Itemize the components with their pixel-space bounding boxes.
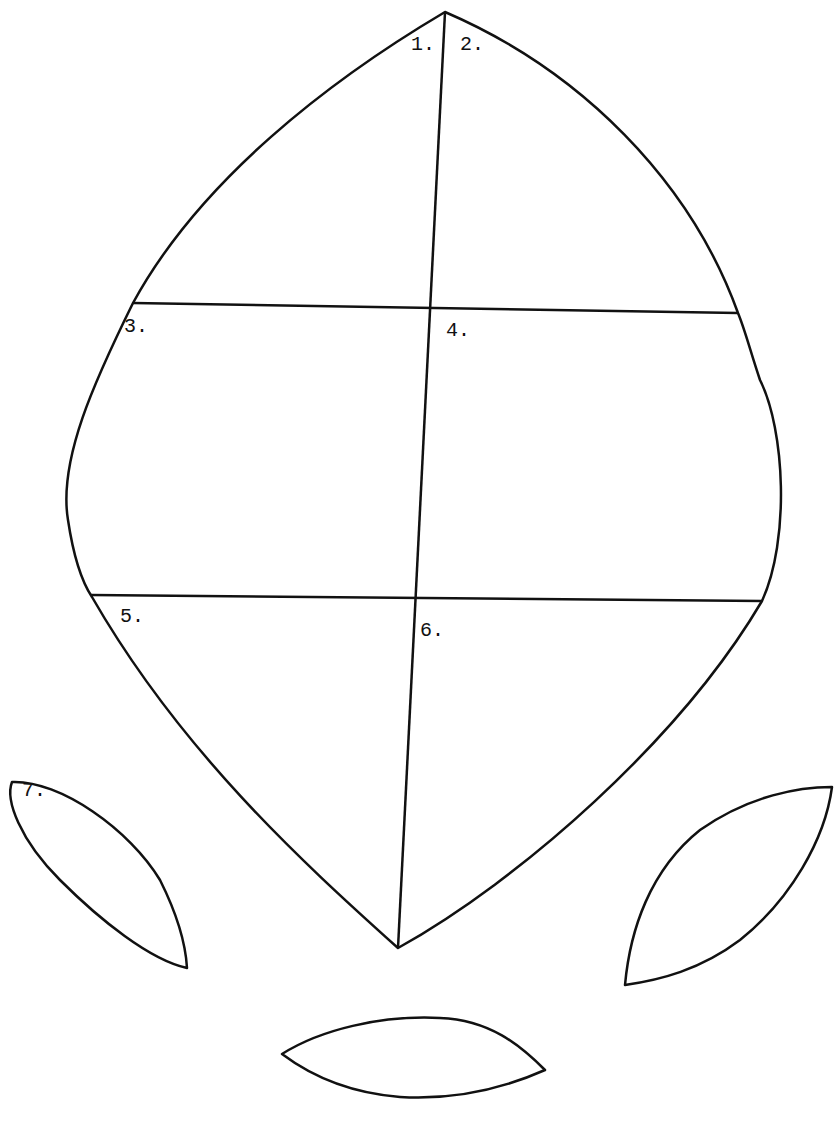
upper-cross-line (133, 303, 738, 313)
small-leaf-left (10, 782, 187, 968)
callout-number: 6. (420, 620, 444, 642)
midrib-line (398, 12, 445, 948)
callout-number: 7. (22, 780, 46, 802)
small-leaf-right (625, 787, 832, 985)
lower-cross-line (91, 595, 762, 601)
callout-number: 3. (124, 316, 148, 338)
callout-number: 4. (446, 320, 470, 342)
callout-number: 2. (460, 34, 484, 56)
callout-number: 1. (411, 34, 435, 56)
leaf-outline (66, 12, 781, 948)
small-leaf-bottom (282, 1018, 545, 1098)
callout-number: 5. (120, 606, 144, 628)
